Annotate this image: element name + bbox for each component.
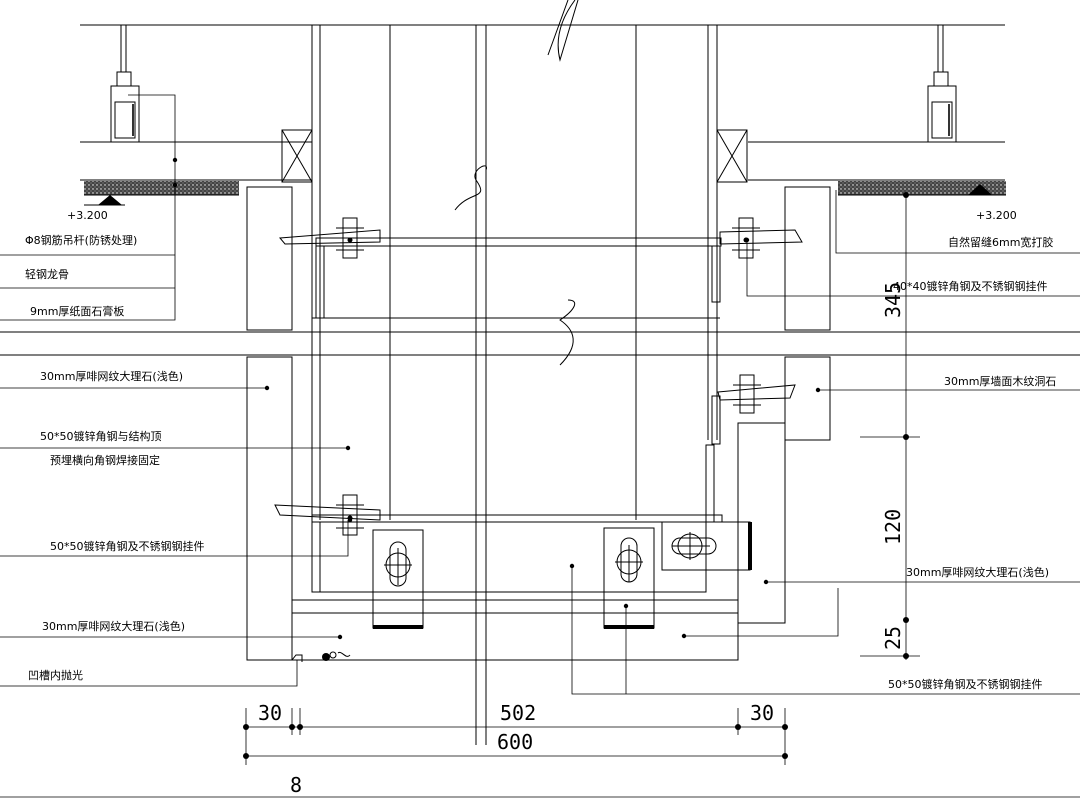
dim-345: 345: [881, 282, 905, 318]
wood-block-right: [716, 129, 748, 183]
level-label-left: +3.200: [67, 209, 108, 222]
dim-30-left: 30: [258, 701, 282, 725]
wood-block-left: [281, 129, 313, 183]
marble-left: [246, 186, 739, 661]
ceiling-structure: [80, 24, 1006, 196]
stone-hanger-1: [372, 529, 424, 629]
note-left-hanger-rod: Φ8钢筋吊杆(防锈处理): [25, 233, 137, 247]
note-left-angle-2: 预埋横向角钢焊接固定: [50, 453, 160, 467]
gypsum-board-left: [84, 181, 239, 195]
bolt-top-left: [336, 217, 364, 259]
level-label-right: +3.200: [976, 209, 1017, 222]
dimension-vertical: [860, 192, 920, 660]
level-marker-left: [84, 195, 125, 206]
leaders-right: [569, 190, 1080, 695]
note-left-angle-1: 50*50镀锌角钢与结构顶: [40, 429, 162, 443]
dim-8: 8: [290, 773, 302, 797]
dim-502: 502: [500, 701, 536, 725]
hanger-left: [110, 25, 140, 143]
note-left-hanger: 50*50镀锌角钢及不锈钢钢挂件: [50, 539, 205, 553]
note-left-groove: 凹槽内抛光: [28, 668, 83, 682]
horizontal-beam: [0, 317, 1080, 356]
bolt-top-right: [732, 217, 760, 259]
note-left-marble-1: 30mm厚啡网纹大理石(浅色): [40, 369, 183, 383]
note-left-marble-2: 30mm厚啡网纹大理石(浅色): [42, 619, 185, 633]
note-left-keel: 轻钢龙骨: [25, 267, 69, 281]
leaders-left: [0, 94, 353, 687]
angle-bracket-top: [278, 229, 803, 319]
level-marker-right: [960, 184, 1005, 196]
note-right-angle: 40*40镀锌角钢及不锈钢钢挂件: [893, 279, 1048, 293]
note-left-gypsum: 9mm厚纸面石膏板: [30, 304, 124, 318]
note-right-hanger: 50*50镀锌角钢及不锈钢钢挂件: [888, 677, 1043, 691]
stone-hanger-2: [603, 527, 655, 629]
angle-bracket-lower: [274, 444, 723, 593]
dim-25: 25: [881, 626, 905, 650]
stone-hanger-3: [661, 521, 752, 571]
groove-detail: [291, 651, 351, 662]
dimension-horizontal: [243, 708, 788, 765]
note-right-marble: 30mm厚啡网纹大理石(浅色): [906, 565, 1049, 579]
hanger-right: [927, 25, 957, 143]
dim-120: 120: [881, 509, 905, 545]
gypsum-board-right: [838, 181, 1006, 195]
dim-30-right: 30: [750, 701, 774, 725]
dim-600: 600: [497, 730, 533, 754]
column-lines: [311, 0, 718, 745]
note-right-travertine: 30mm厚墙面木纹洞石: [944, 374, 1056, 388]
note-right-gap: 自然留缝6mm宽打胶: [948, 235, 1053, 249]
bolt-mid-right: [711, 374, 796, 445]
